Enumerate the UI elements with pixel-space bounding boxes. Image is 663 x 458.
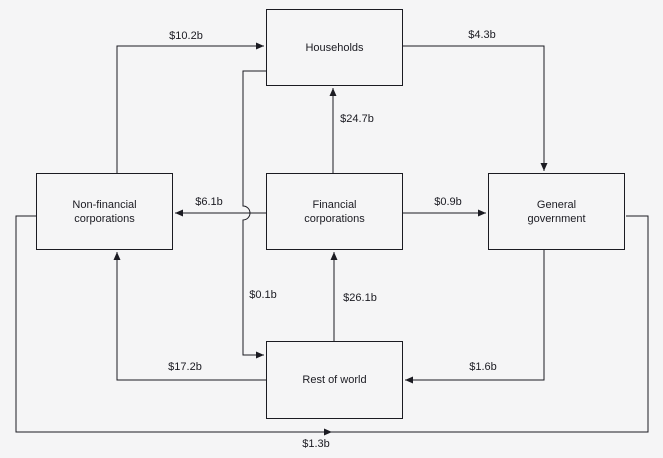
flow-arrow-nfc-to-general-government-direction bbox=[324, 428, 332, 436]
flow-arrow-households-to-rest-of-world bbox=[242, 70, 266, 359]
flow-label-financial-to-general-government: $0.9b bbox=[434, 196, 462, 208]
flow-arrow-general-government-to-rest-of-world bbox=[405, 250, 545, 384]
node-households: Households bbox=[266, 9, 403, 86]
flow-arrow-rest-of-world-to-nfc bbox=[113, 252, 266, 381]
node-financial-corporations-label: Financial corporations bbox=[304, 198, 365, 225]
flow-label-nfc-to-households: $10.2b bbox=[169, 30, 203, 42]
node-general-government-label: General government bbox=[527, 198, 586, 225]
node-general-government: General government bbox=[488, 173, 625, 250]
node-households-label: Households bbox=[305, 41, 364, 54]
node-financial-corporations: Financial corporations bbox=[266, 173, 403, 250]
node-non-financial-corporations: Non-financial corporations bbox=[36, 173, 173, 250]
node-rest-of-world-label: Rest of world bbox=[302, 374, 367, 386]
flow-label-nfc-to-general-government: $1.3b bbox=[302, 438, 330, 450]
flow-arrow-nfc-to-households bbox=[116, 42, 264, 173]
node-rest-of-world: Rest of world bbox=[266, 341, 403, 419]
flow-label-general-government-to-rest-of-world: $1.6b bbox=[469, 361, 497, 373]
node-non-financial-corporations-label: Non-financial corporations bbox=[72, 198, 137, 225]
flow-label-financial-to-households: $24.7b bbox=[340, 113, 374, 125]
flow-label-rest-of-world-to-nfc: $17.2b bbox=[168, 361, 202, 373]
flow-label-households-to-general-government: $4.3b bbox=[468, 29, 496, 41]
flow-label-households-to-rest-of-world: $0.1b bbox=[249, 289, 277, 301]
flow-label-rest-of-world-to-financial: $26.1b bbox=[343, 292, 377, 304]
flow-arrow-households-to-general-government bbox=[403, 45, 548, 171]
flow-label-financial-to-nfc: $6.1b bbox=[195, 196, 223, 208]
